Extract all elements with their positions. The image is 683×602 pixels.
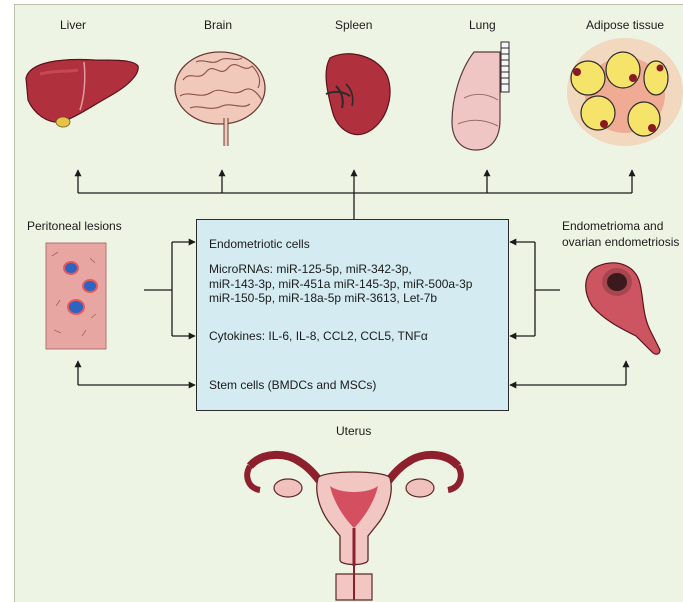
endometrioma-illustration <box>586 263 660 354</box>
spleen-illustration <box>326 54 390 135</box>
peritoneal-lesions-illustration <box>46 243 106 349</box>
lung-illustration <box>452 42 509 150</box>
uterus-illustration <box>247 455 461 600</box>
adipose-illustration <box>567 38 683 146</box>
brain-illustration <box>175 52 265 146</box>
liver-illustration <box>26 60 138 127</box>
